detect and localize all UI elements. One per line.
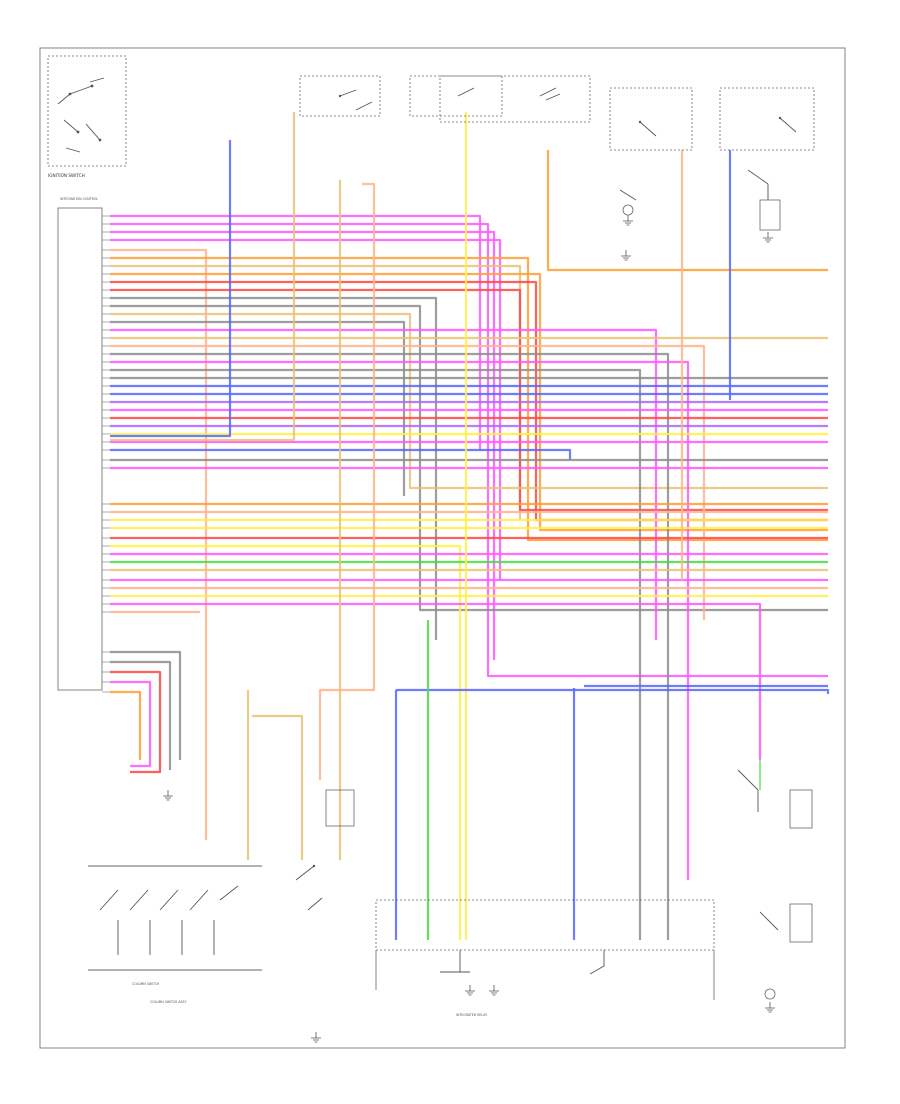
ground-8 — [621, 250, 631, 261]
wire-upper-15 — [110, 328, 658, 640]
wire-bottom-2 — [110, 660, 172, 770]
wire-upper-10 — [110, 288, 828, 512]
wire-bottom-4 — [110, 680, 152, 768]
wire-feed-relay-2 — [318, 182, 376, 780]
upper-left-lamp — [619, 189, 637, 216]
column-switch-label: COLUMN SWITCH — [132, 982, 160, 986]
diagram-frame — [39, 47, 846, 1049]
wire-lower-13 — [110, 602, 762, 760]
ground-1 — [623, 215, 633, 226]
column-switch-assembly: COLUMN SWITCH COLUMN SWITCH ASSY — [88, 865, 262, 1004]
wire-lower-blue — [396, 688, 830, 694]
integration-control-label: INTEGRATION CONTROL — [60, 197, 98, 201]
wire-upper-18 — [110, 352, 670, 940]
integrated-relay-label: INTEGRATED RELAY — [456, 1013, 487, 1017]
wire-lower-6 — [110, 544, 462, 940]
ground-3 — [465, 985, 475, 996]
wires — [110, 112, 830, 940]
ground-4 — [489, 985, 499, 996]
wire-upper-6 — [110, 256, 828, 542]
ground-7 — [163, 790, 173, 801]
wire-upper-19 — [110, 360, 690, 880]
top-relay-2 — [409, 75, 557, 117]
mid-right-switch — [737, 769, 813, 1000]
ground-6 — [765, 1002, 775, 1013]
wire-feed-orange — [546, 150, 828, 272]
wire-feed-blue — [110, 140, 232, 438]
wire-column-feed-2 — [252, 714, 304, 860]
wire-upper-11 — [110, 296, 438, 640]
wire-upper-4 — [110, 238, 502, 580]
ground-5 — [311, 1032, 321, 1043]
wire-feed-ignition — [110, 112, 296, 442]
wire-upper-20 — [110, 368, 642, 940]
wire-upper-30 — [110, 448, 572, 460]
ground-symbols — [163, 215, 775, 1043]
top-switch-assembly — [439, 75, 591, 123]
integration-control-connector: INTEGRATION CONTROL — [57, 197, 103, 691]
integrated-relay: INTEGRATED RELAY — [375, 899, 715, 1017]
wire-bottom-3 — [110, 670, 162, 774]
wire-upper-1 — [110, 214, 482, 450]
key-reminder-switch — [719, 87, 815, 151]
ground-2 — [763, 232, 773, 243]
connector-pin-labels — [102, 215, 110, 693]
door-switch — [609, 87, 693, 151]
ignition-switch: IGNITION SWITCH — [47, 55, 127, 178]
wire-upper-12 — [110, 304, 828, 612]
upper-right-switch — [747, 169, 781, 231]
center-switch — [295, 789, 355, 911]
column-switch-assy-label: COLUMN SWITCH ASSY — [150, 1000, 187, 1004]
wire-bottom-5 — [110, 690, 142, 760]
wire-upper-14 — [110, 320, 406, 496]
ignition-switch-label: IGNITION SWITCH — [48, 173, 85, 178]
wire-bottom-1 — [110, 650, 182, 760]
wire-upper-3 — [110, 230, 496, 660]
wire-upper-5 — [110, 248, 208, 840]
top-relay-1 — [299, 75, 381, 117]
